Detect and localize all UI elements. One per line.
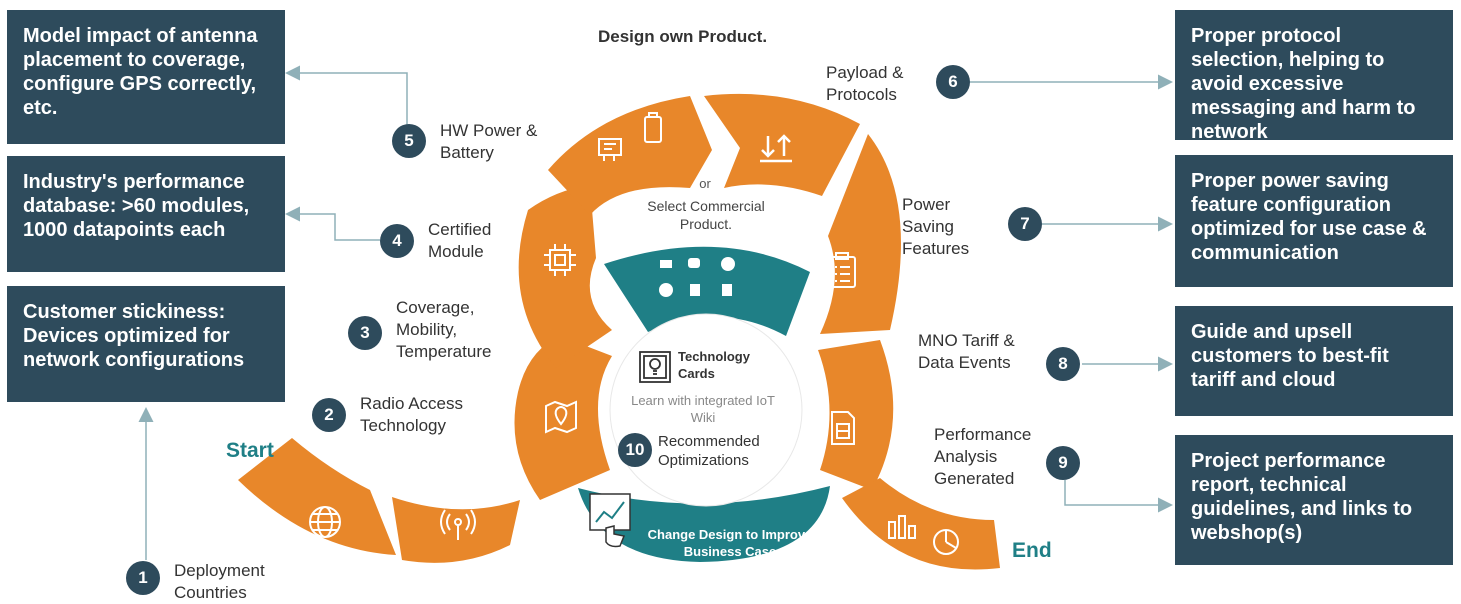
- pie-chart-icon: [933, 529, 959, 555]
- step-badge-7: 7: [1008, 207, 1042, 241]
- step-badge-10: 10: [618, 433, 652, 467]
- step-label-1: Deployment Countries: [174, 561, 265, 602]
- ring-segment-tariff: [818, 340, 894, 490]
- map-pin-icon: [545, 400, 577, 434]
- inner-circle: [609, 313, 803, 507]
- ring-segment-analysis: [842, 478, 1000, 570]
- end-label: End: [1012, 539, 1052, 562]
- use-case-icons: [659, 257, 735, 297]
- page-title: Design own Product.: [598, 27, 768, 46]
- start-label: Start: [226, 439, 274, 462]
- step-badge-3: 3: [348, 316, 382, 350]
- step-label-9: Performance Analysis Generated: [934, 425, 1032, 488]
- step-label-7: Power Saving Features: [902, 195, 970, 258]
- info-box-protocol: Proper protocol selection, helping to av…: [1175, 10, 1453, 143]
- step-badge-2: 2: [312, 398, 346, 432]
- step-label-5: HW Power & Battery: [440, 121, 538, 162]
- chip-icon: [544, 244, 576, 276]
- trend-hand-icon: [589, 493, 631, 548]
- circuit-board-icon: [598, 138, 622, 161]
- step-label-4: Certified Module: [428, 220, 492, 261]
- sim-card-icon: [831, 411, 855, 445]
- bulb-card-icon: [639, 351, 671, 383]
- step-badge-6: 6: [936, 65, 970, 99]
- antenna-icon: [440, 509, 476, 540]
- or-text: or: [699, 176, 711, 191]
- info-box-tariff: Guide and upsell customers to best-fit t…: [1175, 306, 1453, 416]
- step-badge-5: 5: [392, 124, 426, 158]
- globe-icon: [309, 506, 341, 538]
- info-box-antenna: Model impact of antenna placement to cov…: [7, 10, 285, 144]
- ring-segment-battery: [548, 96, 712, 215]
- checklist-icon: [828, 252, 856, 288]
- ring-segment-module: [518, 185, 612, 368]
- ring-segment-radio: [392, 497, 520, 563]
- step-badge-9: 9: [1046, 446, 1080, 480]
- step-label-3: Coverage, Mobility, Temperature: [396, 298, 492, 361]
- step-badge-8: 8: [1046, 347, 1080, 381]
- step-label-8: MNO Tariff & Data Events: [918, 331, 1015, 372]
- change-design-text: Change Design to Improve Business Case: [647, 527, 813, 559]
- info-box-stickiness: Customer stickiness: Devices optimized f…: [7, 286, 285, 402]
- teal-band-cards: [604, 246, 810, 336]
- ring-segment-deployment: [238, 438, 396, 555]
- battery-icon: [644, 112, 662, 143]
- ring-segment-coverage: [514, 336, 612, 500]
- arrows-updown-icon: [760, 134, 792, 163]
- bar-chart-icon: [888, 515, 916, 539]
- step-badge-4: 4: [380, 224, 414, 258]
- connector-lines: [138, 65, 1173, 560]
- info-box-report: Project performance report, technical gu…: [1175, 435, 1453, 565]
- step-label-6: Payload & Protocols: [826, 63, 904, 104]
- technology-cards-label: Technology Cards: [678, 349, 750, 381]
- info-box-industry: Industry's performance database: >60 mod…: [7, 156, 285, 272]
- wiki-text: Learn with integrated IoT Wiki: [631, 393, 775, 425]
- teal-band-change: [578, 486, 830, 562]
- step-badge-1: 1: [126, 561, 160, 595]
- ring-segment-payload: [704, 93, 860, 196]
- info-box-power: Proper power saving feature configuratio…: [1175, 155, 1453, 287]
- step-label-10: Recommended Optimizations: [658, 433, 760, 469]
- step-label-2: Radio Access Technology: [360, 394, 463, 435]
- ring-segment-power-saving: [820, 134, 901, 334]
- select-commercial-text: Select Commercial Product.: [647, 198, 765, 232]
